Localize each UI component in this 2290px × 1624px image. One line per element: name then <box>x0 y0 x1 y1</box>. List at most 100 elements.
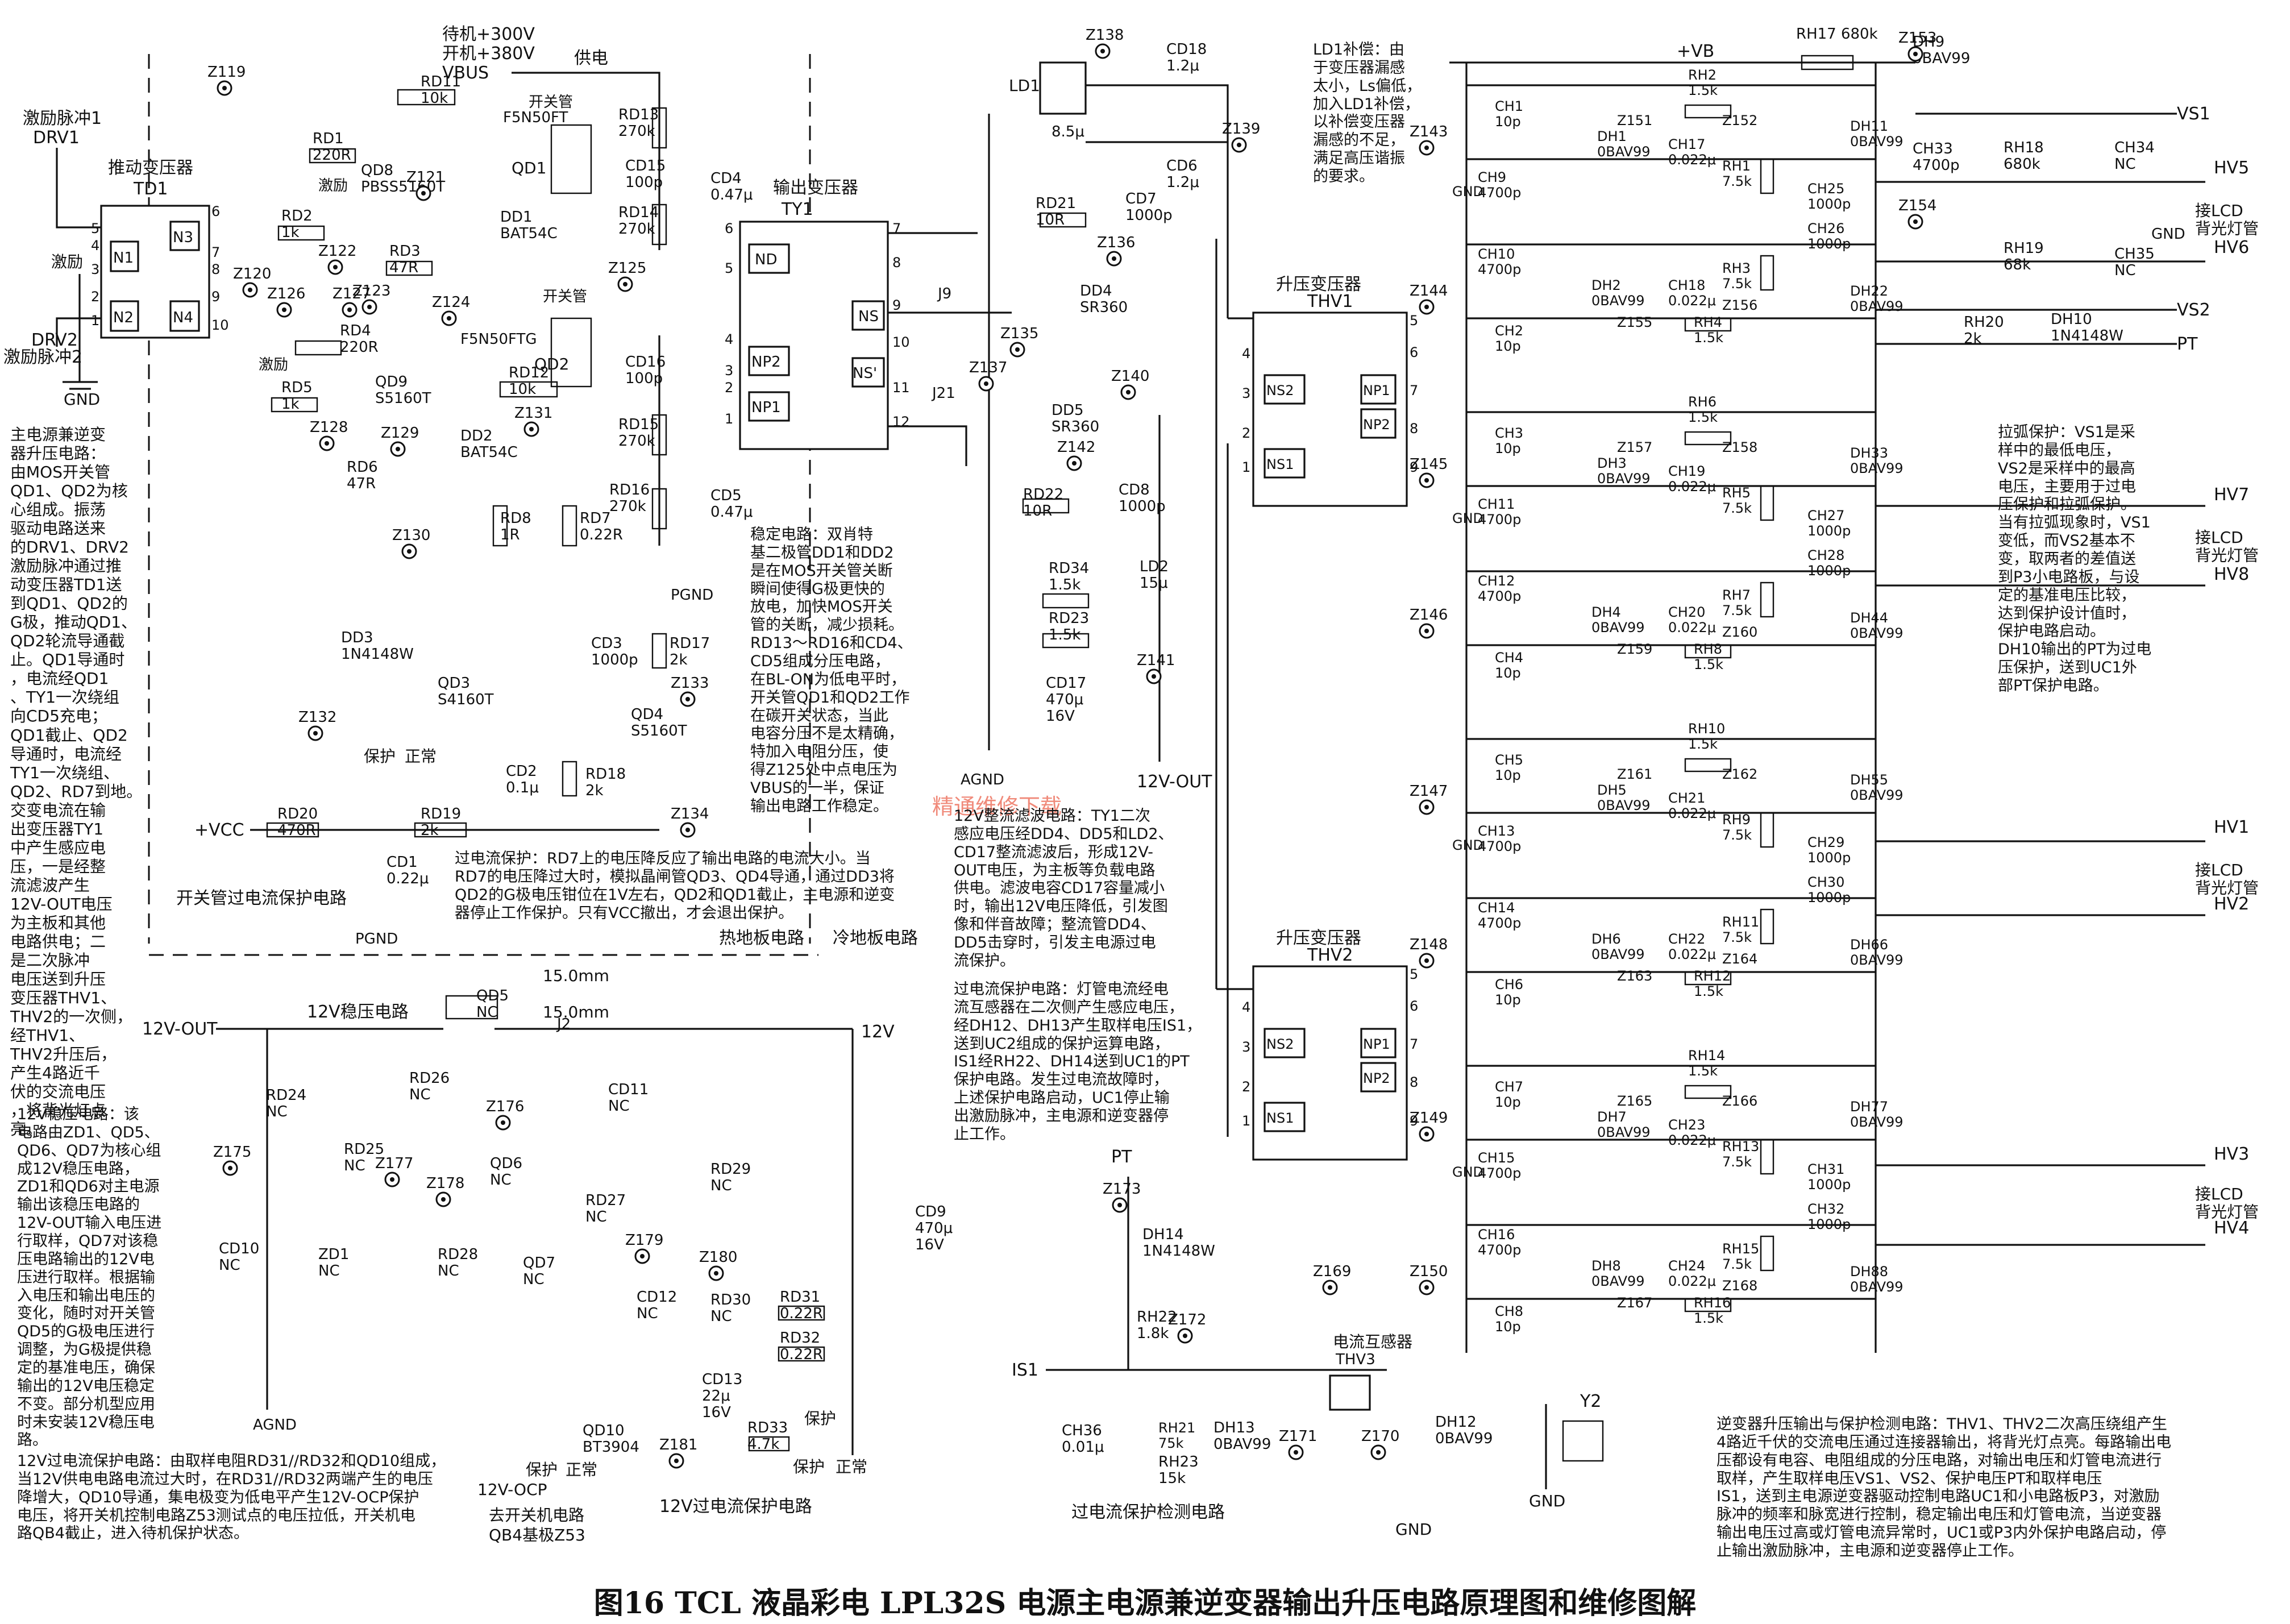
test-point-label: Z177 <box>375 1155 413 1172</box>
ct-transformer <box>1329 1374 1371 1411</box>
test-point: Z141 <box>1137 652 1175 684</box>
is1-label: IS1 <box>1012 1360 1038 1380</box>
test-point: Z122 <box>318 243 356 275</box>
test-point-label: Z159 <box>1617 641 1652 657</box>
test-point: Z176 <box>486 1098 524 1131</box>
test-point-label: Z145 <box>1410 456 1448 473</box>
thv1-pin6: 6 <box>1410 344 1418 360</box>
test-point: Z136 <box>1097 234 1135 267</box>
pgnd-bottom: PGND <box>355 931 398 948</box>
test-point: Z124 <box>432 294 470 326</box>
test-point: Z127 <box>333 285 371 318</box>
ty1-pin10: 10 <box>892 334 910 350</box>
protect-label-2: 保护 <box>804 1409 836 1428</box>
test-point-label: Z180 <box>699 1249 737 1266</box>
thv1-pin8: 8 <box>1410 421 1418 437</box>
test-point-label: Z154 <box>1898 197 1936 214</box>
gnd-label: GND <box>1452 837 1483 853</box>
j2-jumper <box>445 995 498 1020</box>
test-point-label: Z164 <box>1722 951 1757 967</box>
ty1-title: 输出变压器 <box>773 178 858 198</box>
test-point-label: Z124 <box>432 294 470 311</box>
thv2-ref: THV2 <box>1307 945 1353 965</box>
test-point-label: Z158 <box>1722 439 1757 455</box>
td1-pin9: 9 <box>211 289 220 305</box>
gnd-y2: GND <box>1529 1492 1565 1510</box>
gnd-td1: GND <box>64 390 100 409</box>
ld1-value: 8.5μ <box>1052 123 1084 140</box>
td1-pin10: 10 <box>211 317 229 333</box>
ty1-transformer: 输出变压器 TY1 ND NP2 NP1 NS NS' 6 5 4 3 2 1 … <box>725 178 910 450</box>
test-point-label: Z137 <box>969 359 1007 376</box>
ty1-pin1: 1 <box>725 411 733 427</box>
supply-label: 供电 <box>574 48 608 68</box>
ct-title: 电流互感器 <box>1333 1332 1412 1351</box>
test-point-label: Z160 <box>1722 624 1757 640</box>
note-main-circuit: 主电源兼逆变 器升压电路： 由MOS开关管 QD1、QD2为核 心组成。振荡 驱… <box>10 425 143 1139</box>
td1-title: 推动变压器 <box>108 158 193 178</box>
test-point-label: Z165 <box>1617 1093 1652 1109</box>
ty1-np1: NP1 <box>751 399 781 416</box>
qd1-part: F5N50FT <box>503 109 568 126</box>
ld1-inductor: LD1 8.5μ <box>1009 61 1087 140</box>
ocp-detect-title: 过电流保护检测电路 <box>1071 1502 1225 1522</box>
note-12v-filter: 12V整流滤波电路：TY1二次 感应电压经DD4、DD5和LD2、 CD17整流… <box>954 807 1174 970</box>
test-point-label: Z161 <box>1617 766 1652 782</box>
test-point-label: Z148 <box>1410 936 1448 953</box>
test-point-label: Z122 <box>318 243 356 260</box>
td1-pin8: 8 <box>211 261 220 277</box>
test-point-label: Z163 <box>1617 968 1652 984</box>
td1-pin5: 5 <box>91 221 99 236</box>
test-point: Z121 <box>406 169 444 201</box>
test-point-label: Z133 <box>671 675 709 692</box>
test-point-label: Z126 <box>267 285 305 302</box>
test-point: Z129 <box>381 425 419 457</box>
test-point: Z177 <box>375 1155 413 1187</box>
td1-n2: N2 <box>113 309 134 326</box>
v12-label: 12V <box>861 1022 895 1042</box>
thv2-title: 升压变压器 <box>1276 928 1361 948</box>
thv2-pin7: 7 <box>1410 1036 1418 1052</box>
thv1-pin4: 4 <box>1242 346 1250 362</box>
test-point: Z138 <box>1086 27 1124 59</box>
thv2-pin2: 2 <box>1242 1079 1250 1095</box>
test-point-label: Z153 <box>1898 30 1936 47</box>
vb-label: +VB <box>1677 41 1714 61</box>
note-inverter: 逆变器升压输出与保护检测电路：THV1、THV2二次高压绕组产生 4路近千伏的交… <box>1717 1415 2172 1560</box>
ty1-pin6: 6 <box>725 221 733 236</box>
qd2-part: F5N50FTG <box>460 331 537 348</box>
thv2-ns2: NS2 <box>1266 1036 1294 1052</box>
